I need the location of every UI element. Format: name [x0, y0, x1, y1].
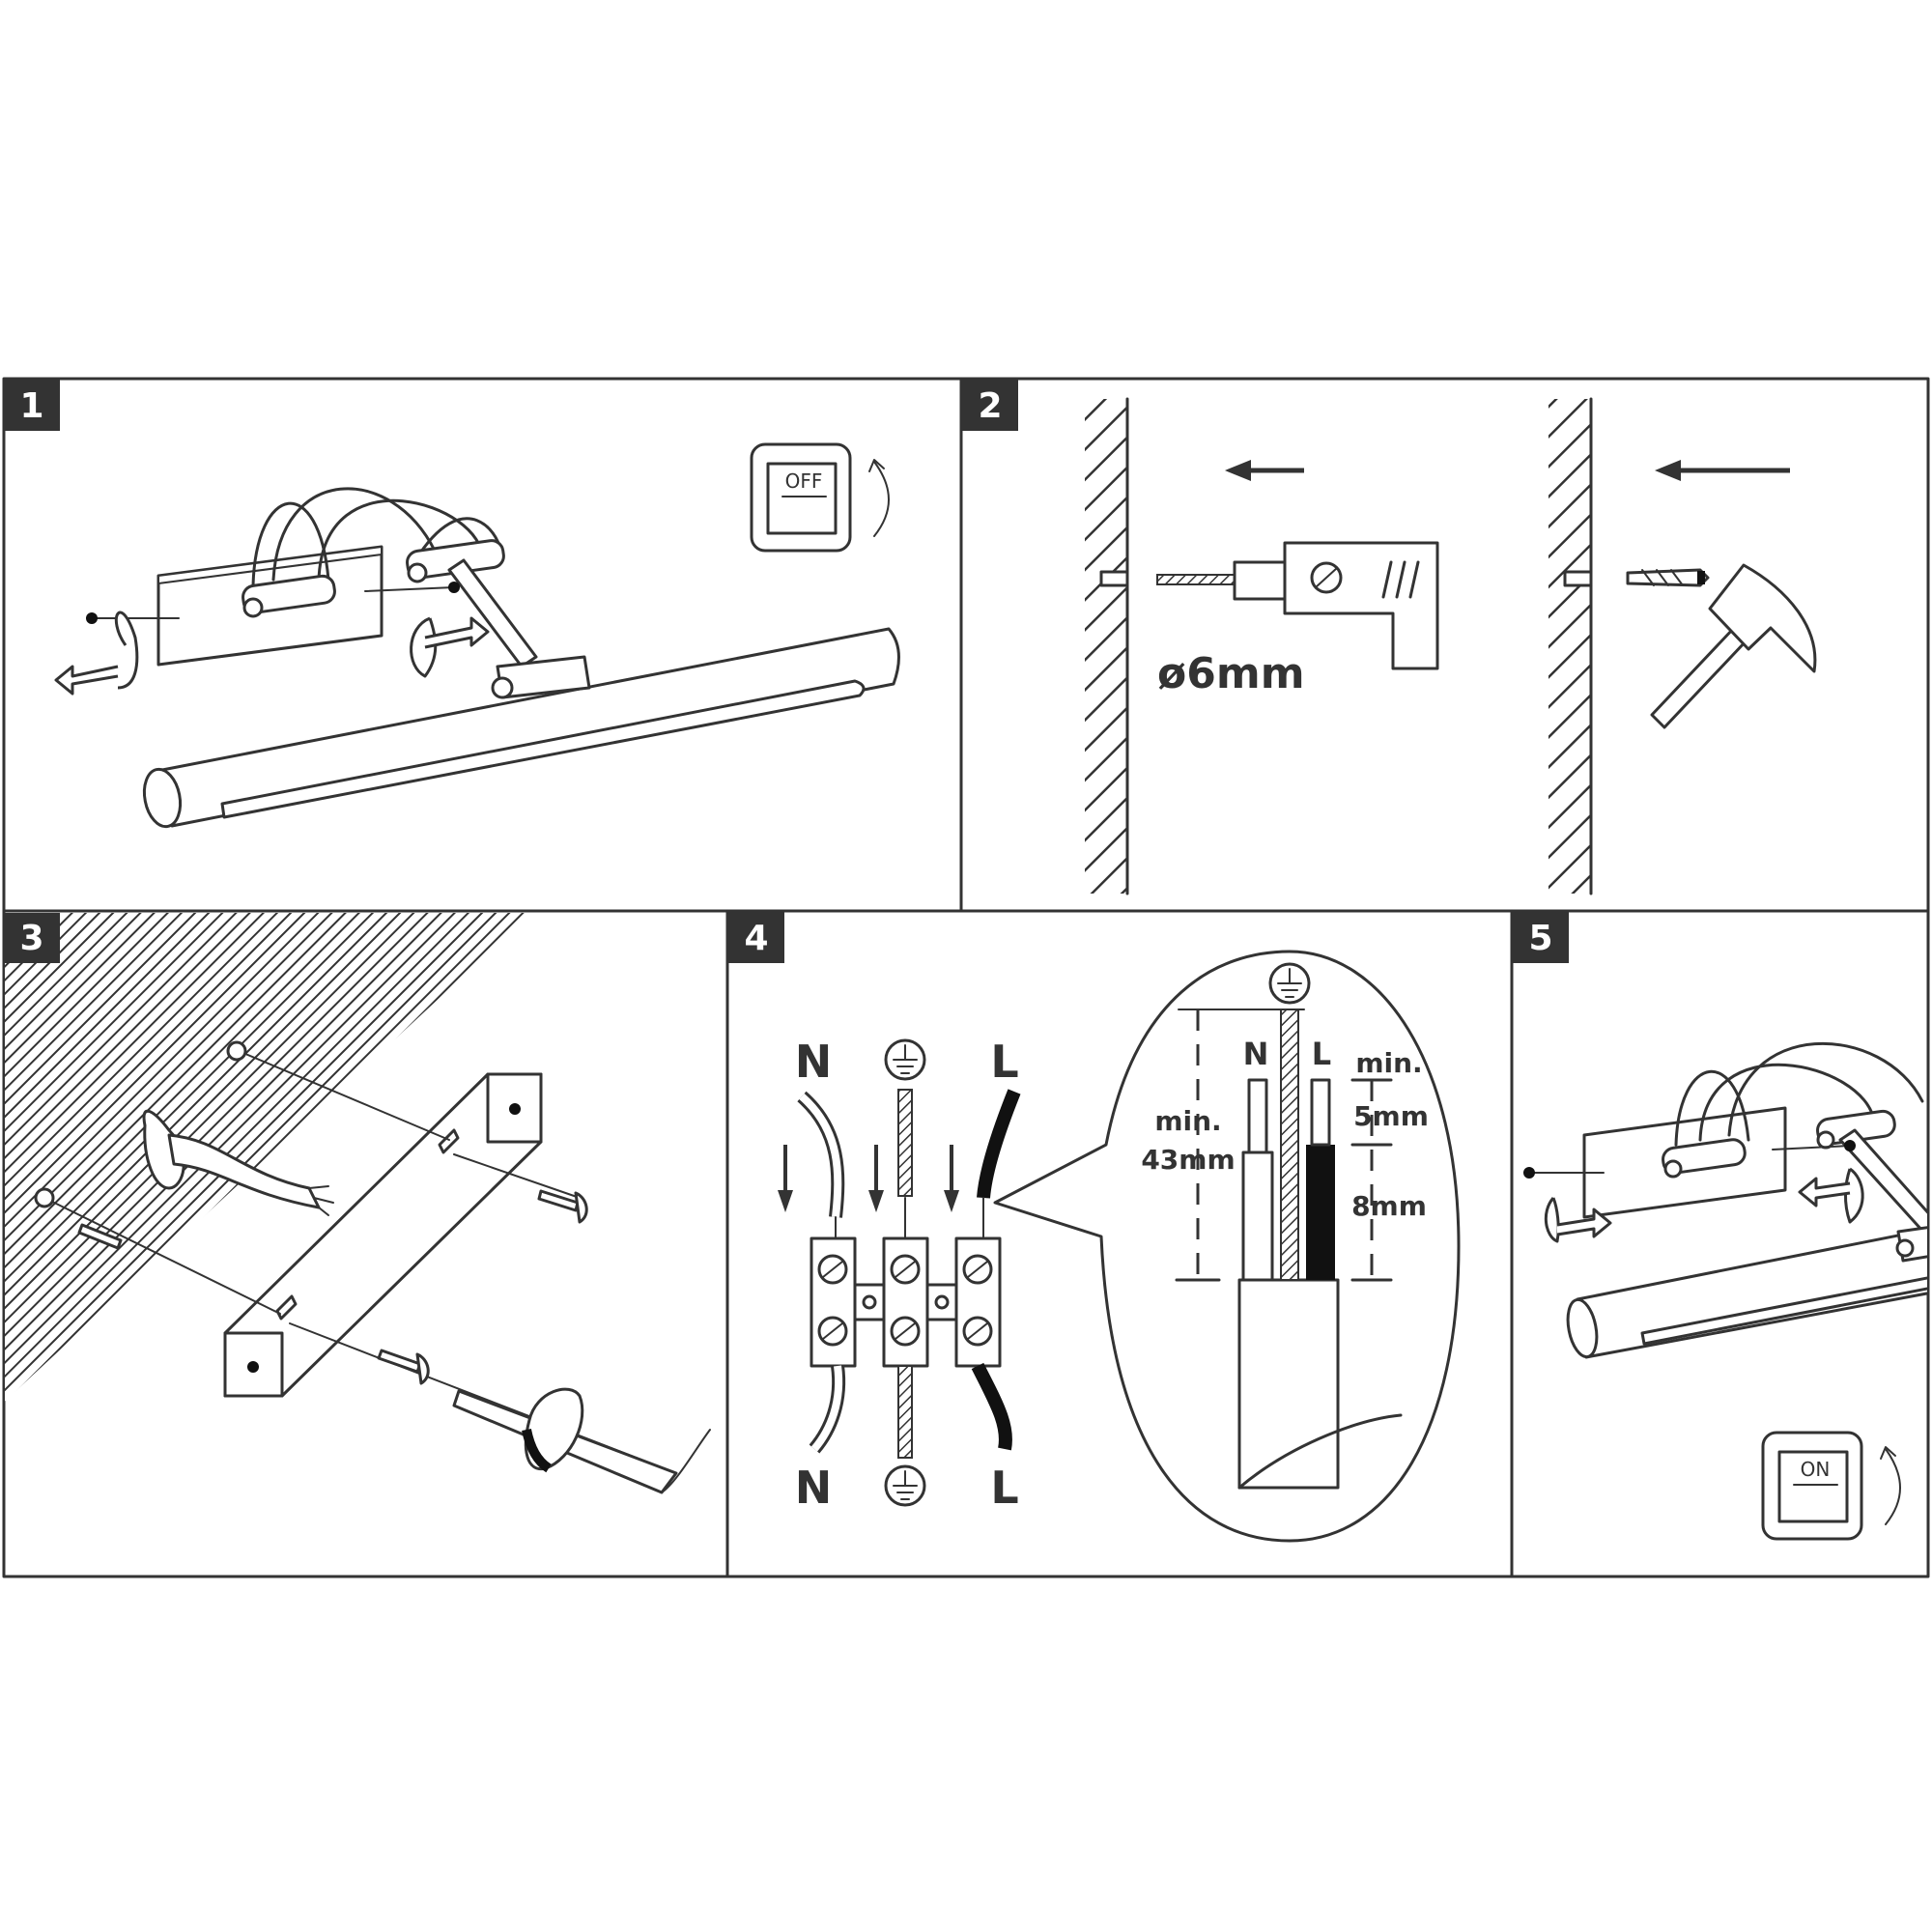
step-number-3: 3 [19, 919, 43, 958]
step-number-4: 4 [744, 919, 768, 958]
drill-hole-right [1563, 570, 1593, 587]
strip-min-value: 43mm [1141, 1144, 1235, 1176]
end-cap-right [410, 616, 490, 678]
on-switch: ON [1761, 1431, 1901, 1541]
lamp-tube-installed [1566, 1228, 1927, 1359]
step-badge-5 [1513, 911, 1569, 963]
lamp-tube [142, 627, 900, 829]
panel-1: 1 [4, 379, 900, 829]
drill-size-label: ø6mm [1157, 649, 1305, 698]
outgoing-wires [809, 1362, 1012, 1459]
terminal-live-bottom: L [990, 1462, 1018, 1514]
strip-min-label: min. [1154, 1105, 1221, 1137]
terminal-neutral-top: N [795, 1036, 833, 1088]
power-cable [142, 1109, 334, 1216]
terminal-neutral-bottom: N [795, 1462, 833, 1514]
step-badge-3 [5, 913, 60, 963]
end-cap-left-installed [1544, 1197, 1612, 1243]
hammer-icon [1650, 563, 1817, 729]
end-cap-right-installed [1798, 1167, 1864, 1224]
wall-left [1085, 399, 1127, 894]
step-number-5: 5 [1528, 919, 1552, 958]
terminal-block [810, 1236, 1002, 1368]
off-switch: OFF [750, 442, 890, 553]
detail-live-label: L [1312, 1036, 1331, 1072]
earth-icon-detail [1268, 962, 1311, 1005]
incoming-wires [797, 1089, 1021, 1239]
wall-right [1548, 399, 1591, 894]
step-number-1: 1 [19, 386, 43, 426]
earth-icon-top [884, 1038, 926, 1081]
drill-direction-arrow [1225, 460, 1304, 481]
on-switch-label: ON [1801, 1458, 1831, 1481]
gap-min-label: min. [1355, 1047, 1422, 1079]
cover-screws [86, 582, 460, 624]
wall-plug-inserted [77, 1223, 123, 1250]
bare-value: 8mm [1351, 1190, 1427, 1222]
panel-3: 3 [5, 913, 711, 1494]
step-badge-2 [962, 379, 1018, 431]
step-badge-4 [728, 911, 784, 963]
mounting-wall [5, 913, 531, 1402]
cover-screws-installed [1523, 1140, 1856, 1179]
off-switch-label: OFF [785, 469, 823, 493]
insert-arrows [778, 1145, 959, 1212]
mounting-bracket [223, 1072, 543, 1398]
drill-icon [1156, 541, 1439, 670]
drill-hole-left [1099, 570, 1129, 587]
panel-2: 2 ø6mm [962, 379, 1817, 895]
screw-upper [537, 1189, 588, 1224]
wall-plate-installed [1582, 1041, 1927, 1263]
insert-direction-arrow [1655, 460, 1790, 481]
screwdriver-icon [452, 1387, 711, 1494]
panel-4: 4 N L [728, 911, 1461, 1543]
step-badge-1 [4, 379, 60, 431]
step-number-2: 2 [978, 386, 1002, 426]
terminal-live-top: L [990, 1036, 1018, 1088]
wire-strip-detail: min. 43mm N L min. 5mm 8mm [993, 950, 1461, 1543]
earth-icon-bottom [884, 1464, 926, 1507]
panel-5: 5 [1513, 911, 1927, 1541]
wall-plate [156, 487, 591, 699]
screw-lower [377, 1349, 430, 1385]
wall-plug-icon [1626, 568, 1710, 587]
detail-neutral-label: N [1243, 1036, 1269, 1072]
gap-value: 5mm [1353, 1100, 1429, 1132]
end-cap-left [54, 611, 139, 696]
